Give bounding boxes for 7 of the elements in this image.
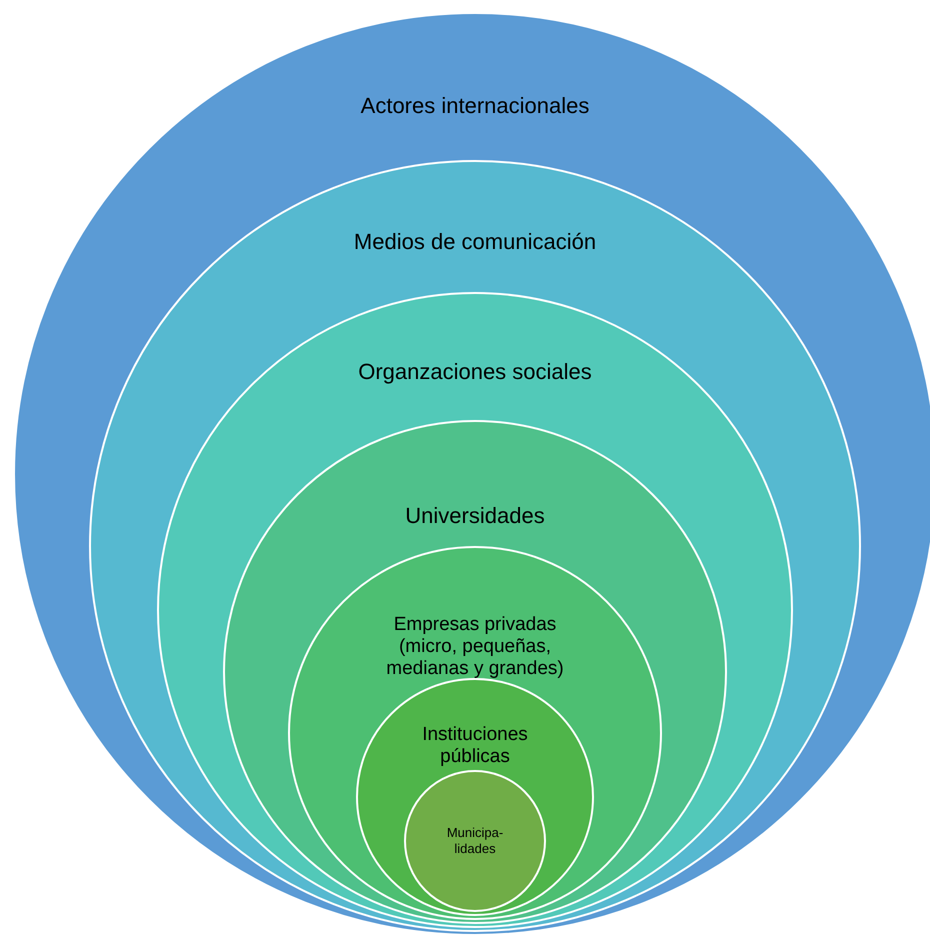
circle-label: Universidades [404,502,546,530]
circle-label: Organzaciones sociales [357,358,593,386]
circle-label: Instituciones públicas [421,724,529,768]
circle-label: Medios de comunicación [352,228,598,256]
circle-label: Actores internacionales [360,92,590,120]
circle-label: Municipa- lidades [446,824,504,858]
circle-label: Empresas privadas (micro, pequeñas, medianas y grandes) [385,614,565,680]
